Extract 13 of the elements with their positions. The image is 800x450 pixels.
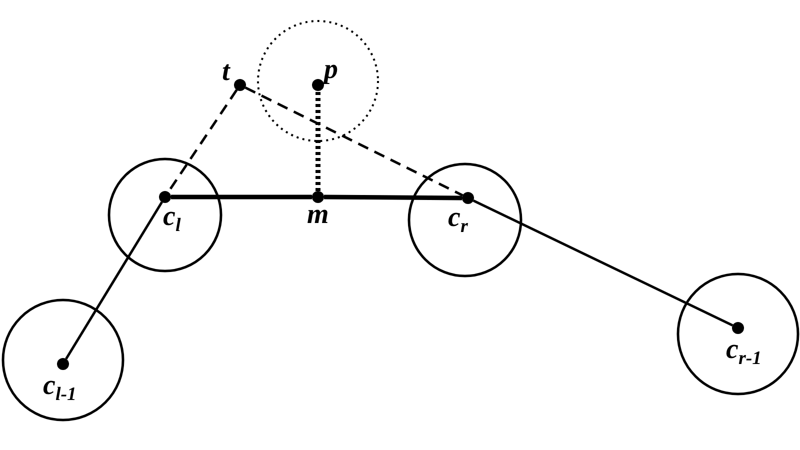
line (472, 199, 734, 327)
line (65, 201, 163, 360)
point-label: c$_{l}$ (163, 203, 181, 231)
point-label: t (222, 58, 230, 86)
dotted-line (316, 91, 320, 191)
dashed-line (244, 86, 464, 196)
point-label: c$_{r-1}$ (726, 336, 762, 364)
point-label: m (307, 201, 329, 229)
thick-line (171, 194, 312, 200)
point-label: p (324, 56, 338, 84)
point-label: c$_{r}$ (448, 204, 468, 232)
thick-line (324, 194, 462, 200)
point-label: c$_{l-1}$ (43, 372, 77, 400)
